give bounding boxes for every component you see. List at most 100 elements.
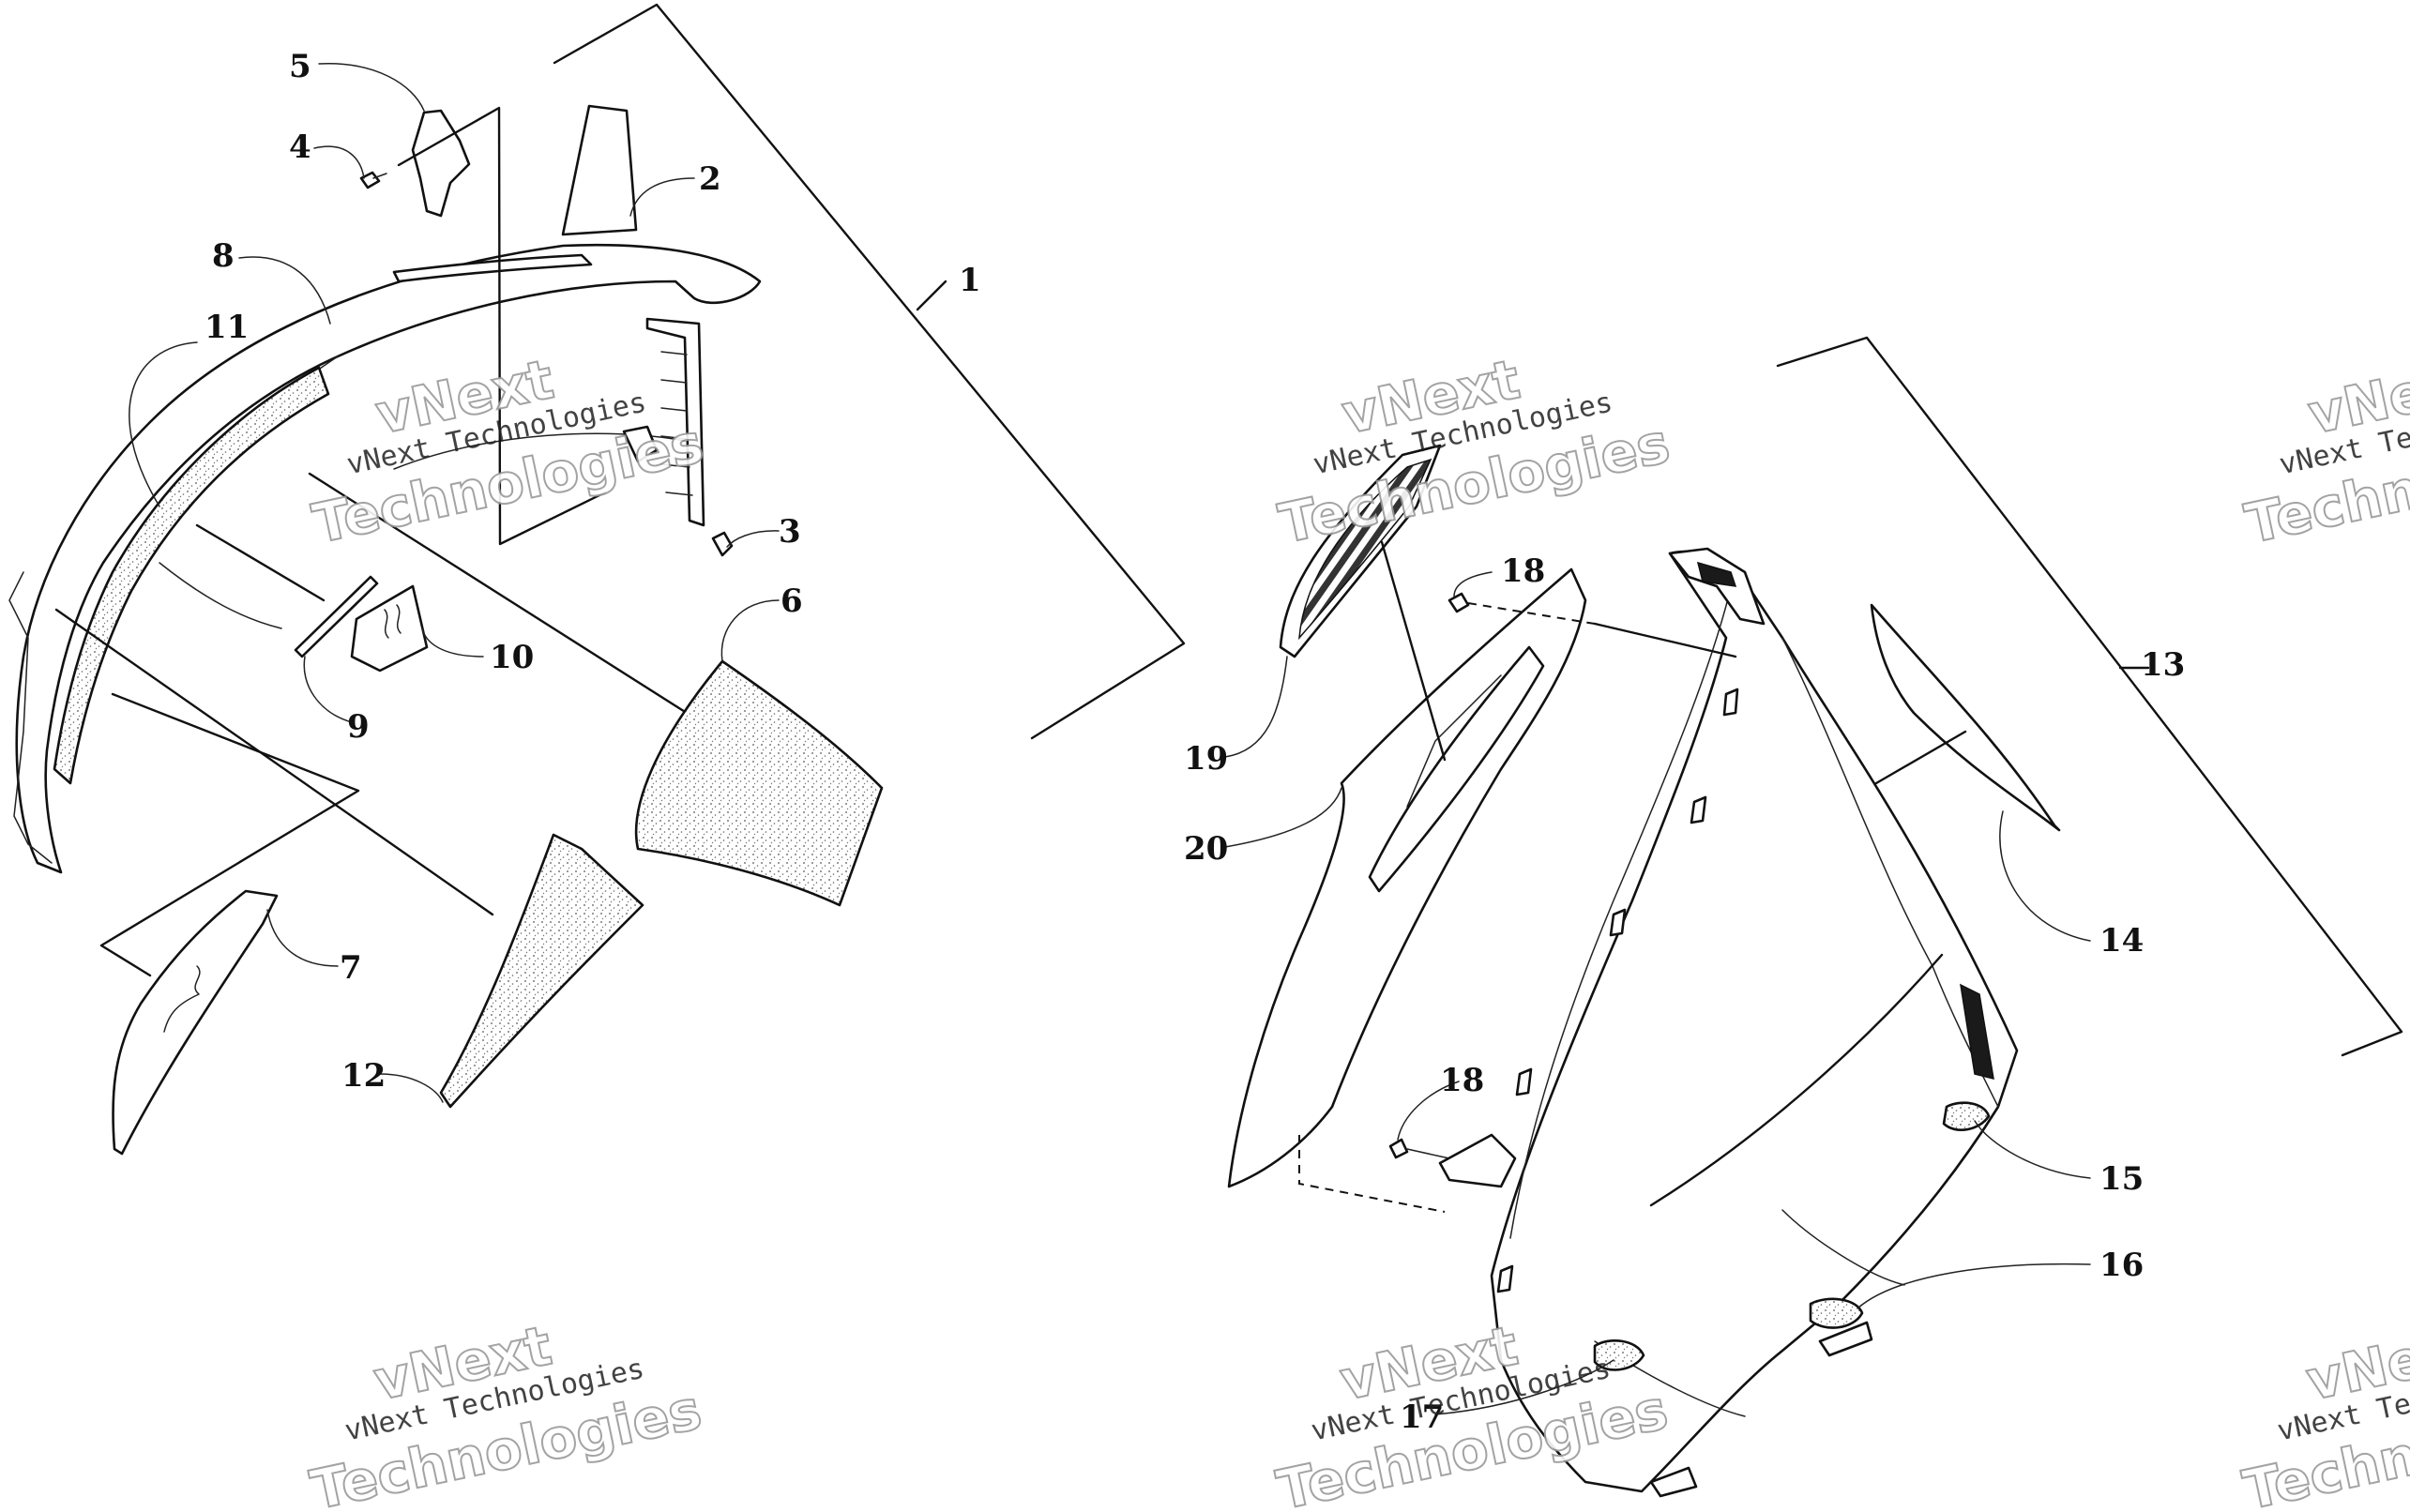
callout-20: 20 — [1184, 830, 1228, 868]
leader-5 — [318, 63, 425, 112]
hood-tab-3 — [1609, 908, 1627, 937]
screw-shank-4 — [372, 173, 387, 179]
trim-detail — [163, 965, 201, 1033]
block-item-10 — [350, 584, 429, 673]
screw-axis-18-top — [1593, 622, 1737, 658]
hood-top-cap — [1668, 547, 1766, 626]
right-assembly — [1227, 336, 2403, 1498]
watermark-top-middle: vNext vNext Technologies Technologies — [1273, 346, 1676, 557]
grille-mesh — [1298, 458, 1432, 641]
leader-19 — [1224, 656, 1288, 758]
hood-dark-edge — [1649, 953, 1944, 1207]
callout-5: 5 — [289, 48, 311, 85]
hood-crease-1 — [1509, 567, 1736, 1239]
rib-bracket — [645, 317, 705, 527]
leader-4 — [313, 145, 365, 179]
front-bezel — [15, 243, 762, 874]
hood-tab-1 — [1722, 688, 1739, 717]
windscreen-item-14 — [1870, 603, 2061, 832]
bezel-foam-strip — [53, 366, 330, 785]
leader-9 — [303, 656, 353, 723]
strip-item-9 — [294, 575, 379, 658]
callout-7: 7 — [340, 949, 362, 987]
callout-18-top: 18 — [1501, 552, 1545, 590]
leader-10 — [421, 627, 484, 658]
leader-1 — [916, 280, 947, 311]
callout-19: 19 — [1184, 740, 1228, 778]
leader-7 — [266, 909, 339, 967]
callout-14: 14 — [2099, 922, 2144, 960]
hood-tab-5 — [1496, 1264, 1514, 1293]
screw-path-18-top — [1467, 602, 1596, 625]
panel-window-inner — [1406, 674, 1502, 808]
callout-6: 6 — [781, 582, 803, 620]
mount-bracket — [1438, 1133, 1517, 1188]
foam-pad-item-6 — [634, 659, 884, 907]
left-assembly — [8, 3, 1186, 1156]
leader-14 — [1999, 810, 2091, 942]
screw-item-4 — [359, 171, 381, 189]
hood-body — [1490, 550, 2019, 1493]
windscreen-leader-line — [1874, 730, 1967, 785]
hood-foot-1 — [1818, 1321, 1873, 1357]
mount-dashed-box — [1298, 1135, 1446, 1213]
guide-line-11 — [195, 523, 326, 602]
foam-wedge-item-12 — [439, 833, 644, 1109]
trim-item-7 — [112, 889, 279, 1156]
callout-1: 1 — [959, 262, 981, 299]
callout-17: 17 — [1400, 1399, 1444, 1436]
leader-12 — [379, 1073, 444, 1103]
guide-line-12 — [54, 608, 494, 916]
leader-18-bottom — [1397, 1081, 1460, 1141]
hood-crease-2 — [1781, 637, 1999, 1108]
screw-shank-18-bottom — [1406, 1148, 1450, 1159]
callout-13: 13 — [2141, 646, 2185, 684]
pad-item-16 — [1809, 1297, 1864, 1329]
top-rail — [392, 253, 593, 283]
guide-line-7 — [99, 692, 360, 977]
callout-4: 4 — [289, 129, 311, 166]
assembly-bracket-1 — [553, 3, 1186, 740]
callout-8: 8 — [212, 237, 235, 275]
clip-item-5 — [411, 109, 471, 218]
hood-tab-2 — [1690, 795, 1707, 824]
fastener-item-3 — [711, 531, 734, 557]
callout-leaders — [129, 63, 2091, 1415]
leader-3 — [726, 530, 780, 548]
callout-16: 16 — [2099, 1247, 2144, 1284]
callout-10: 10 — [490, 639, 534, 676]
panel-window — [1368, 645, 1545, 893]
leader-2 — [629, 177, 695, 217]
block-wave — [384, 604, 402, 639]
bezel-side-panel — [8, 571, 53, 864]
leader-11 — [129, 341, 198, 507]
callout-12: 12 — [341, 1057, 386, 1095]
leader-15 — [1974, 1120, 2091, 1179]
pad-item-15 — [1942, 1101, 1991, 1131]
hood-foot-2 — [1649, 1466, 1698, 1498]
grille-guide-line — [1380, 540, 1447, 762]
leader-20 — [1224, 787, 1342, 848]
rib-teeth — [660, 351, 693, 496]
screw-item-18-top — [1448, 592, 1470, 613]
watermark-bottom-right: vNext vNext Technologies Technologies — [2237, 1312, 2410, 1512]
callout-9: 9 — [347, 708, 370, 746]
cap-vent-dark — [1696, 561, 1737, 587]
leader-8 — [238, 256, 331, 325]
leader-18-top — [1453, 571, 1493, 597]
axis-line-5 — [397, 106, 607, 546]
pad-item-17 — [1593, 1339, 1645, 1371]
callout-15: 15 — [2099, 1160, 2144, 1198]
hood-vent-dark — [1960, 983, 1994, 1081]
leader-6 — [720, 599, 780, 662]
callout-3: 3 — [779, 513, 801, 551]
leader-16 — [1857, 1263, 2091, 1309]
screw-item-18-bottom — [1388, 1138, 1409, 1159]
watermark-top-left: vNext vNext Technologies Technologies — [307, 346, 710, 557]
callout-2: 2 — [699, 160, 721, 198]
deflector-item-2 — [561, 104, 638, 236]
watermark-bottom-left: vNext vNext Technologies Technologies — [305, 1312, 708, 1512]
callout-numbers: 1 2 3 4 5 6 7 8 9 10 11 12 13 14 15 16 1… — [205, 48, 2185, 1436]
assembly-bracket-13 — [1776, 336, 2403, 1057]
